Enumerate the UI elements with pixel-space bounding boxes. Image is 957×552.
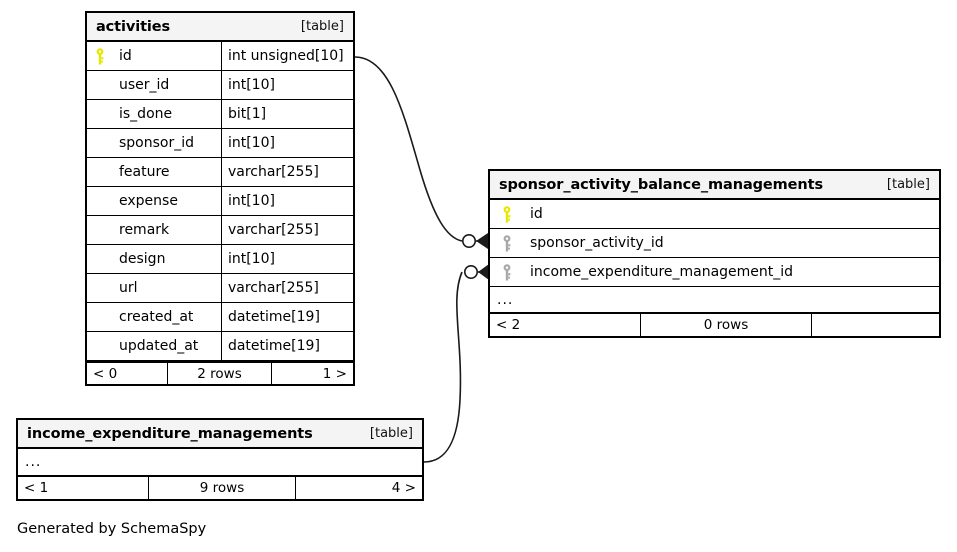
table-row[interactable]: updated_at datetime[19] (87, 332, 353, 361)
column-type: varchar[255] (220, 158, 353, 186)
table-row[interactable]: id int unsigned[10] (87, 42, 353, 71)
table-row[interactable]: sponsor_id int[10] (87, 129, 353, 158)
footer-prev-count[interactable]: < 1 (24, 480, 49, 496)
table-title: income_expenditure_managements (27, 425, 313, 442)
column-name: remark (119, 222, 170, 238)
column-type: int[10] (220, 245, 353, 273)
column-name: user_id (119, 77, 170, 93)
footer-next-count[interactable] (812, 314, 939, 336)
column-name: design (119, 251, 166, 267)
table-footer-income-expenditure-managements: < 1 9 rows 4 > (18, 476, 422, 499)
table-header-sponsor-activity-balance-managements: sponsor_activity_balance_managements [ta… (490, 171, 939, 200)
table-row[interactable]: feature varchar[255] (87, 158, 353, 187)
foreign-key-icon (490, 234, 524, 252)
crowfoot-marker-sponsor-activity-id (461, 233, 488, 249)
table-type-tag: [table] (369, 426, 413, 441)
table-row[interactable]: sponsor_activity_id (490, 229, 939, 258)
footer-next-count[interactable]: 4 > (391, 480, 416, 496)
column-name: sponsor_activity_id (530, 235, 664, 251)
footer-row-count: 9 rows (148, 477, 296, 499)
column-type: varchar[255] (220, 216, 353, 244)
table-title: sponsor_activity_balance_managements (499, 176, 823, 193)
column-type: int[10] (220, 187, 353, 215)
column-type: datetime[19] (220, 303, 353, 331)
table-header-activities: activities [table] (87, 13, 353, 42)
column-name: is_done (119, 106, 173, 122)
crowfoot-marker-income-expenditure-management-id (463, 264, 489, 280)
column-name: updated_at (119, 338, 199, 354)
foreign-key-icon (490, 263, 524, 281)
table-footer-sponsor-activity-balance-managements: < 2 0 rows (490, 313, 939, 336)
column-name: id (119, 48, 132, 64)
table-activities[interactable]: activities [table] id int unsigned[10] (85, 11, 355, 386)
generated-by-credit: Generated by SchemaSpy (17, 521, 207, 537)
column-type: bit[1] (220, 100, 353, 128)
column-type: int[10] (220, 129, 353, 157)
relationship-line-activities-to-sponsor-balance (354, 56, 463, 242)
table-header-income-expenditure-managements: income_expenditure_managements [table] (18, 420, 422, 449)
column-type: datetime[19] (220, 332, 353, 360)
table-row[interactable]: design int[10] (87, 245, 353, 274)
table-row[interactable]: created_at datetime[19] (87, 303, 353, 332)
column-name: url (119, 280, 138, 296)
column-name: feature (119, 164, 170, 180)
table-income-expenditure-managements[interactable]: income_expenditure_managements [table] .… (16, 418, 424, 501)
column-type: varchar[255] (220, 274, 353, 302)
table-row[interactable]: is_done bit[1] (87, 100, 353, 129)
column-type: int[10] (220, 71, 353, 99)
more-columns-indicator[interactable]: ... (490, 287, 939, 313)
column-name: income_expenditure_management_id (530, 264, 794, 280)
footer-prev-count[interactable]: < 0 (93, 365, 118, 382)
table-type-tag: [table] (886, 177, 930, 192)
table-row[interactable]: id (490, 200, 939, 229)
primary-key-icon (490, 205, 524, 223)
column-name: id (530, 206, 543, 222)
footer-prev-count[interactable]: < 2 (496, 317, 521, 333)
more-columns-indicator[interactable]: ... (18, 449, 422, 476)
table-row[interactable]: remark varchar[255] (87, 216, 353, 245)
table-type-tag: [table] (300, 19, 344, 34)
table-row[interactable]: expense int[10] (87, 187, 353, 216)
column-name: created_at (119, 309, 194, 325)
table-row[interactable]: income_expenditure_management_id (490, 258, 939, 287)
footer-next-count[interactable]: 1 > (322, 365, 347, 382)
table-row[interactable]: user_id int[10] (87, 71, 353, 100)
table-sponsor-activity-balance-managements[interactable]: sponsor_activity_balance_managements [ta… (488, 169, 941, 338)
table-row[interactable]: url varchar[255] (87, 274, 353, 303)
column-name: expense (119, 193, 178, 209)
column-name: sponsor_id (119, 135, 195, 151)
footer-row-count: 2 rows (167, 363, 272, 384)
primary-key-icon (87, 47, 113, 65)
table-footer-activities: < 0 2 rows 1 > (87, 361, 353, 384)
footer-row-count: 0 rows (640, 314, 812, 336)
column-type: int unsigned[10] (220, 42, 353, 70)
relationship-line-income-to-sponsor-balance (423, 271, 463, 463)
table-title: activities (96, 18, 171, 35)
